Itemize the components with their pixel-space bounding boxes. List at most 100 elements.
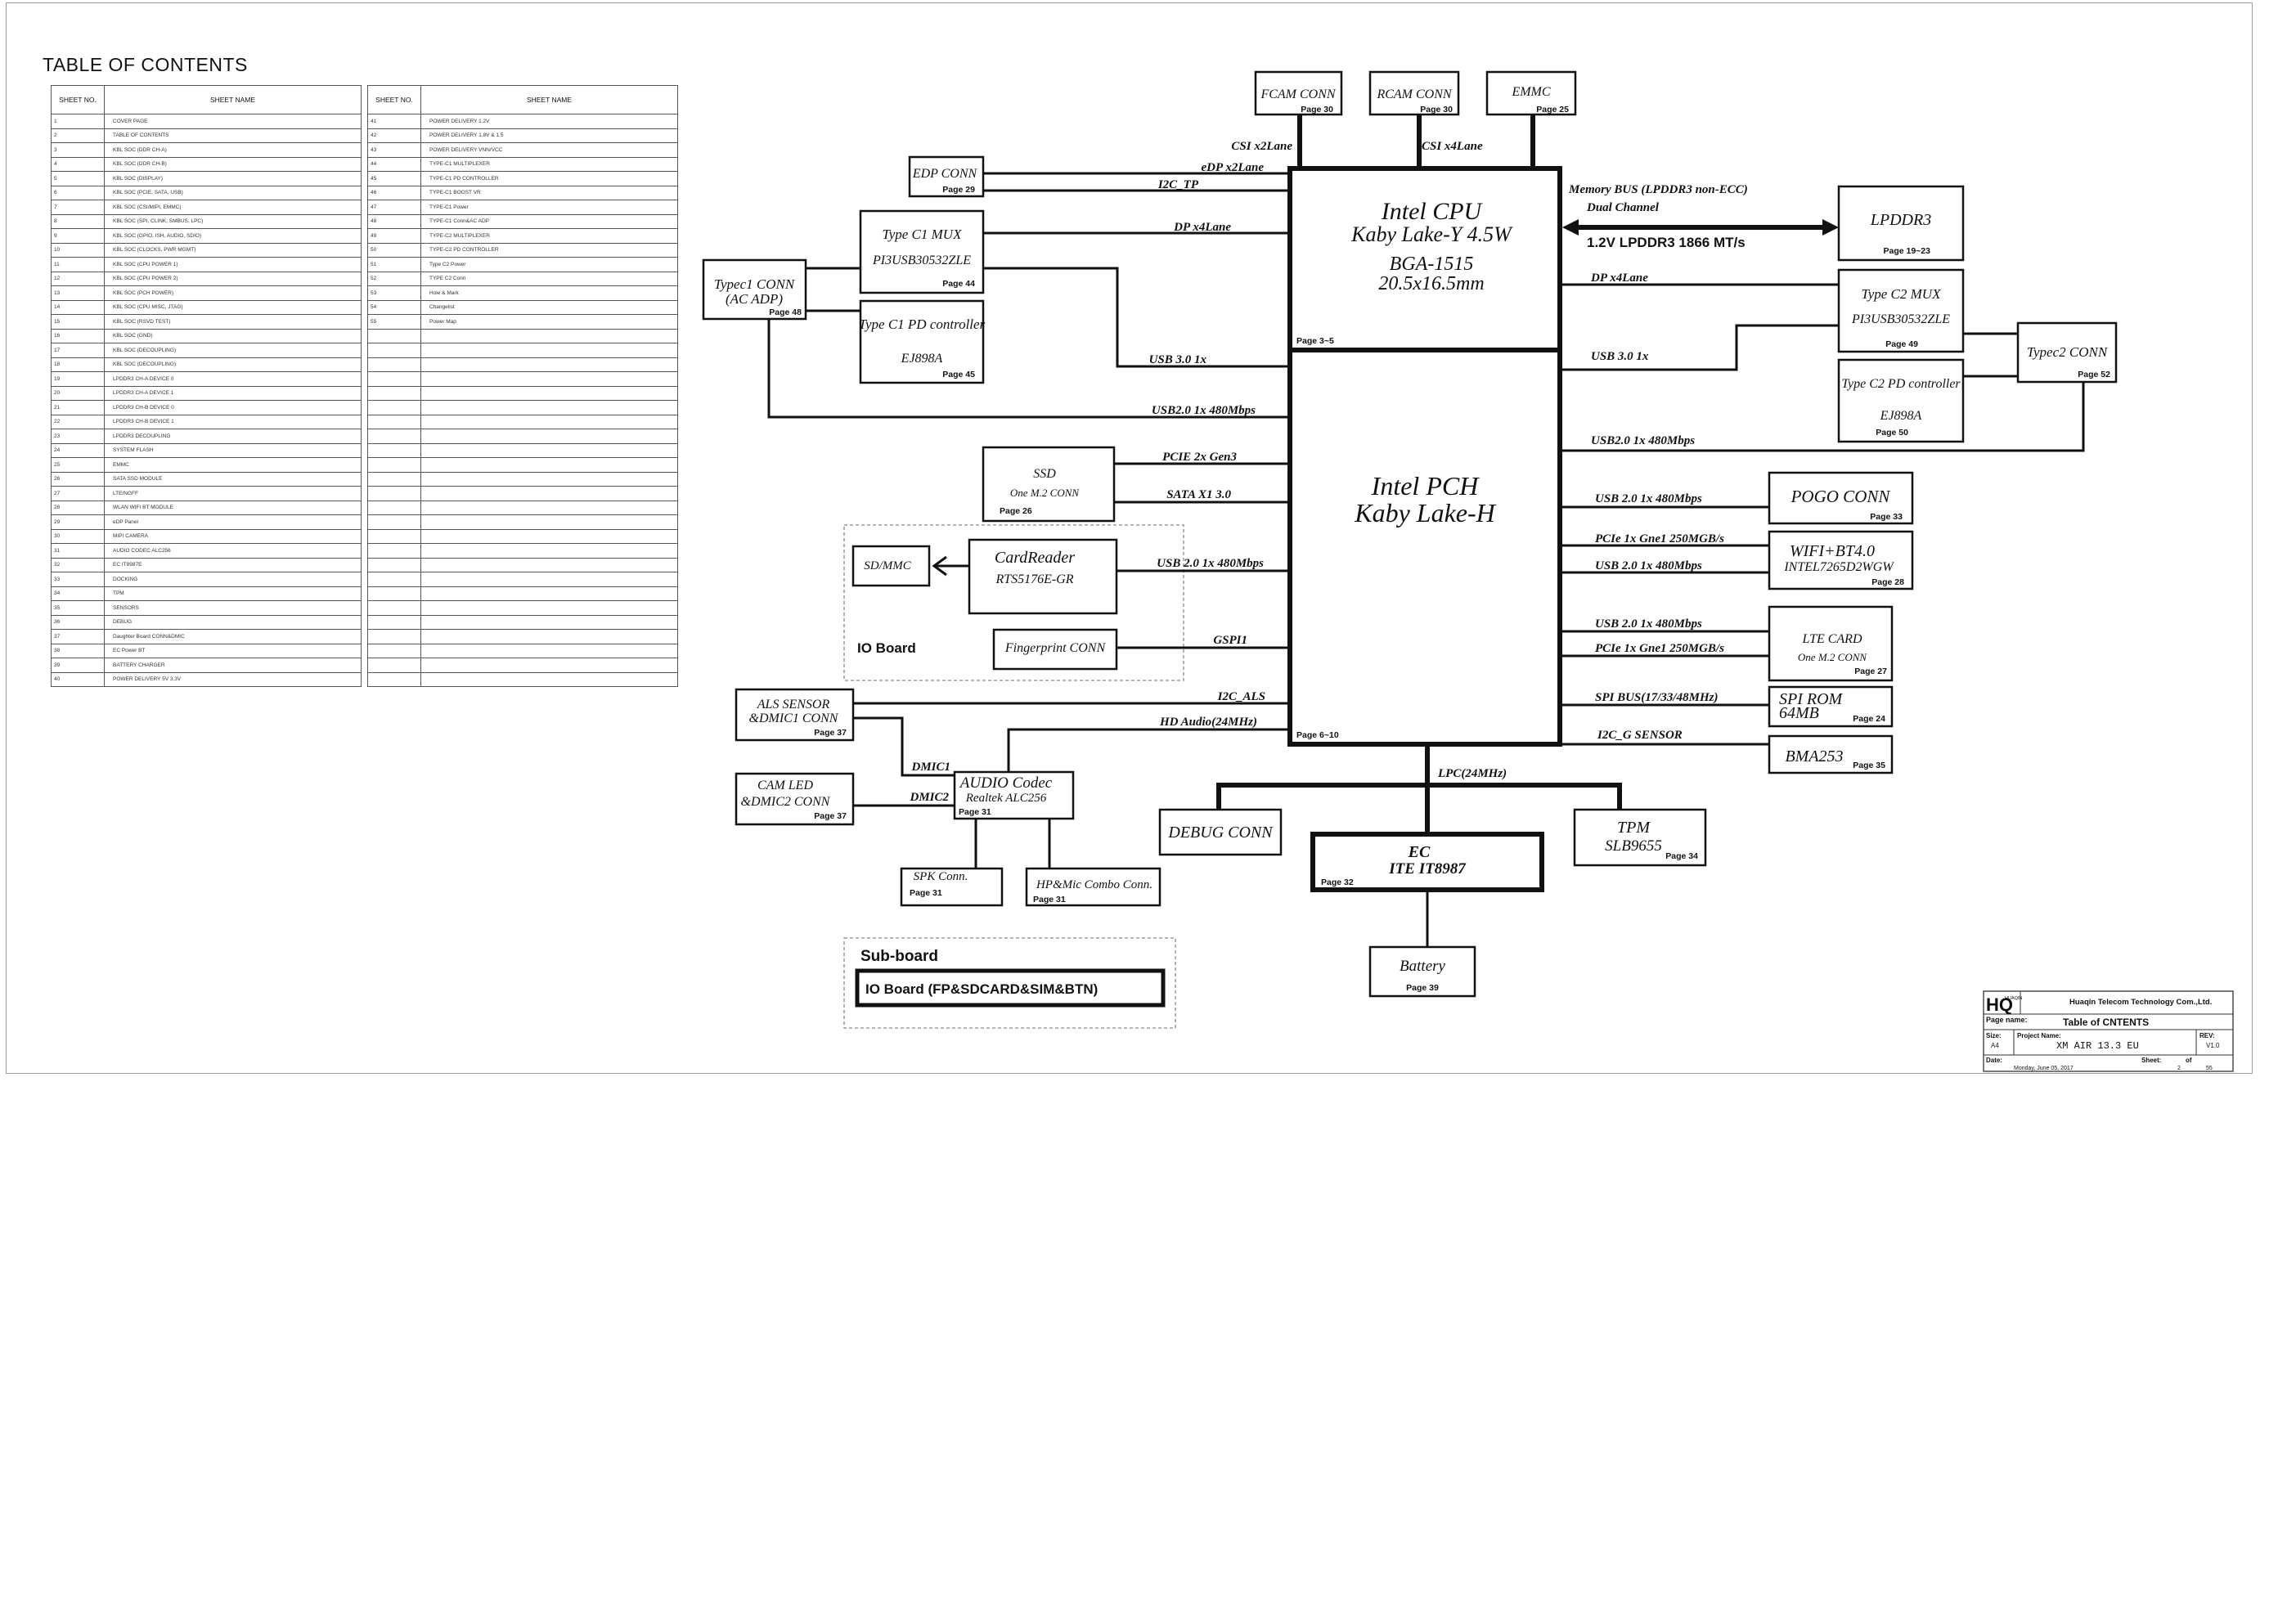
typec1-mux-part: PI3USB30532ZLE xyxy=(872,254,971,267)
sata-label: SATA X1 3.0 xyxy=(1166,488,1231,501)
als-sensor-sub: &DMIC1 CONN xyxy=(749,711,839,725)
memory-bus-label: Memory BUS (LPDDR3 non-ECC) xyxy=(1568,183,1748,196)
tpm-title: TPM xyxy=(1617,819,1651,837)
ec-box xyxy=(1310,832,1544,892)
tpm-page: Page 34 xyxy=(1665,851,1698,861)
usb-wifi-label: USB 2.0 1x 480Mbps xyxy=(1595,559,1702,572)
cardreader-title: CardReader xyxy=(995,549,1075,567)
wifi-bt-title: WIFI+BT4.0 xyxy=(1790,542,1875,560)
als-sensor-page: Page 37 xyxy=(814,728,847,738)
usb2-right-label: USB2.0 1x 480Mbps xyxy=(1591,434,1695,447)
page-name-label: Page name: xyxy=(1986,1016,2028,1024)
typec1-pd-box xyxy=(859,299,985,384)
cpu-box xyxy=(1287,166,1562,352)
dmic1-line xyxy=(853,716,955,777)
usb3-left-line xyxy=(983,267,1290,368)
bma253-page: Page 35 xyxy=(1853,761,1885,770)
battery-page: Page 39 xyxy=(1406,983,1439,993)
cardreader-box xyxy=(968,538,1118,615)
typec2-conn-title: Typec2 CONN xyxy=(2027,344,2109,360)
hd-audio-label: HD Audio(24MHz) xyxy=(1159,716,1257,729)
typec1-conn-sub: (AC ADP) xyxy=(726,291,783,307)
spi-rom-page: Page 24 xyxy=(1853,714,1885,724)
toc-row xyxy=(367,557,678,572)
sheet-label: Sheet: xyxy=(2141,1057,2161,1064)
edp-conn-title: EDP CONN xyxy=(912,167,978,181)
fcam-conn-title: FCAM CONN xyxy=(1260,88,1336,101)
hp-mic-conn-title: HP&Mic Combo Conn. xyxy=(1036,878,1152,891)
bma253-title: BMA253 xyxy=(1785,747,1843,765)
typec1-conn-page: Page 48 xyxy=(769,307,802,317)
rev-value: V1.0 xyxy=(2206,1042,2220,1049)
pcie-ssd-label: PCIE 2x Gen3 xyxy=(1162,451,1237,464)
debug-conn-title: DEBUG CONN xyxy=(1167,824,1274,842)
ec-part: ITE IT8987 xyxy=(1388,860,1467,878)
fcam-conn-page: Page 30 xyxy=(1301,105,1333,114)
ec-title: EC xyxy=(1408,843,1431,861)
huaqin-logo: HQ xyxy=(1986,994,2013,1015)
toc-header-sheet-name: SHEET NAME xyxy=(420,85,678,114)
wifi-bt-page: Page 28 xyxy=(1871,577,1904,587)
date-value: Monday, June 05, 2017 xyxy=(2014,1066,2074,1071)
ssd-title: SSD xyxy=(1033,467,1056,481)
battery-title: Battery xyxy=(1400,958,1445,975)
lpddr3-title: LPDDR3 xyxy=(1870,211,1931,229)
typec2-pd-page: Page 50 xyxy=(1876,428,1908,438)
lte-card-page: Page 27 xyxy=(1854,667,1887,676)
wifi-bt-box xyxy=(1768,530,1914,590)
cardreader-part: RTS5176E-GR xyxy=(995,572,1073,586)
toc-row xyxy=(367,586,678,601)
lpc-label: LPC(24MHz) xyxy=(1437,767,1507,780)
csi-x2-label: CSI x2Lane xyxy=(1231,140,1292,153)
spk-conn-box xyxy=(900,867,1004,907)
sdmmc-box xyxy=(851,545,931,587)
sheet-value: 2 xyxy=(2177,1066,2181,1071)
bma253-box xyxy=(1768,734,1894,774)
cpu-title: Intel CPU xyxy=(1381,198,1484,225)
rcam-conn-page: Page 30 xyxy=(1420,105,1453,114)
lte-card-box xyxy=(1768,605,1894,682)
pch-box xyxy=(1287,348,1562,747)
typec2-pd-part: EJ898A xyxy=(1880,409,1922,423)
usb2-left-line xyxy=(767,319,1290,419)
dmic2-label: DMIC2 xyxy=(909,791,949,804)
edp-conn-box xyxy=(908,155,985,198)
audio-codec-title: AUDIO Codec xyxy=(959,774,1053,792)
toc-header-sheet-no: SHEET NO. xyxy=(51,85,105,114)
toc-title: TABLE OF CONTENTS xyxy=(43,54,248,75)
pcie-lte-label: PCIe 1x Gne1 250MGB/s xyxy=(1595,642,1724,655)
tpm-part: SLB9655 xyxy=(1605,837,1662,855)
fcam-conn-box xyxy=(1254,70,1343,116)
io-board-legend-text: IO Board (FP&SDCARD&SIM&BTN) xyxy=(865,981,1098,997)
lpc-bus xyxy=(1216,783,1622,810)
battery-box xyxy=(1368,945,1476,998)
edp-bus-label: eDP x2Lane xyxy=(1201,161,1264,174)
emmc-box xyxy=(1485,70,1577,116)
cam-led-page: Page 37 xyxy=(814,811,847,821)
typec1-mux-box xyxy=(859,209,985,294)
usb2-card-label: USB 2.0 1x 480Mbps xyxy=(1157,557,1264,570)
huaqin-logo-small: HUAQIN xyxy=(2005,996,2022,1001)
typec1-conn-title: Typec1 CONN xyxy=(714,276,796,292)
project-name-label: Project Name: xyxy=(2017,1032,2061,1039)
ssd-sub: One M.2 CONN xyxy=(1010,487,1080,499)
debug-conn-box xyxy=(1158,808,1283,856)
fingerprint-box xyxy=(992,628,1118,671)
csi-x4-label: CSI x4Lane xyxy=(1422,140,1483,153)
project-name-value: XM AIR 13.3 EU xyxy=(2056,1040,2139,1052)
spi-rom-box xyxy=(1768,685,1894,728)
